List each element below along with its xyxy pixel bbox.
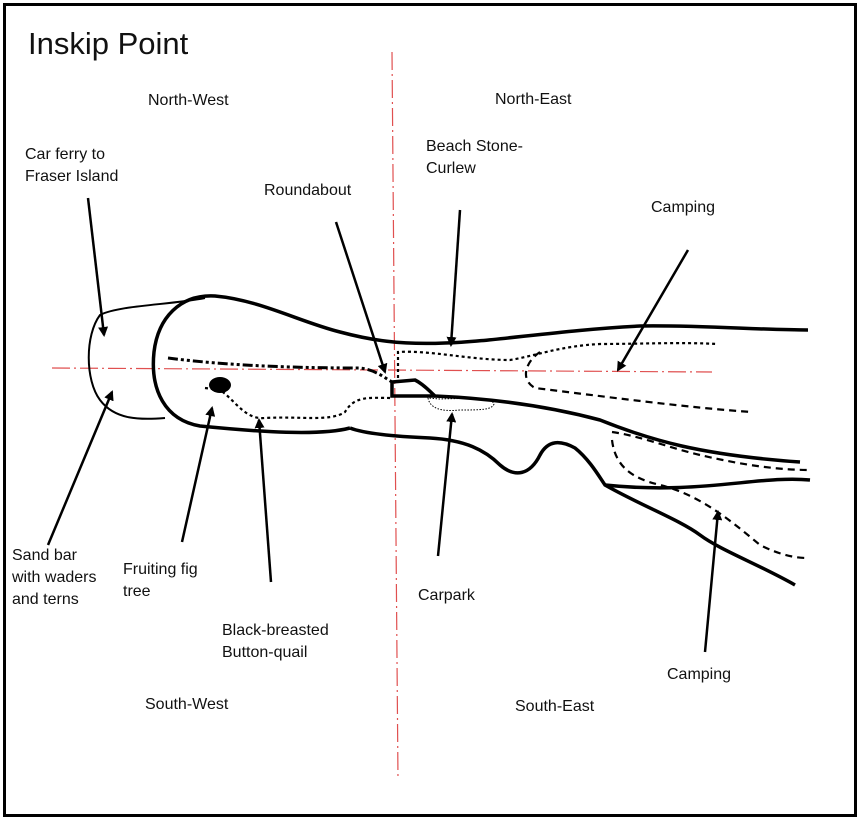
label-camping-north: Camping <box>651 199 716 216</box>
label-sand-bar: Sand bar with waders and terns <box>12 547 97 608</box>
track-dotted-north <box>396 342 719 378</box>
map-title: Inskip Point <box>28 26 189 61</box>
road-east-bend <box>604 477 811 490</box>
track-dashed-south-lower <box>610 439 809 560</box>
arrow-carpark <box>436 412 457 557</box>
sand-bar-outline <box>87 297 206 420</box>
label-beach-stone-curlew: Beach Stone- Curlew <box>426 138 523 177</box>
arrow-button-quail <box>254 418 273 583</box>
coastline-north <box>151 294 809 435</box>
road-main <box>391 378 801 464</box>
label-car-ferry: Car ferry to Fraser Island <box>25 146 119 185</box>
track-dashed-south <box>611 430 811 472</box>
arrow-beach-stone-curlew <box>446 209 462 347</box>
carpark-outline <box>427 397 495 411</box>
quadrant-north-east: North-East <box>495 91 572 108</box>
label-button-quail: Black-breasted Button-quail <box>222 622 329 661</box>
arrow-car-ferry <box>86 197 109 337</box>
quadrant-north-west: North-West <box>148 92 229 109</box>
track-dash-dot <box>167 356 393 384</box>
quadrant-south-east: South-East <box>515 698 595 715</box>
fig-tree-marker <box>209 377 231 393</box>
arrow-roundabout <box>334 221 388 374</box>
quadrant-south-west: South-West <box>145 696 229 713</box>
arrow-camping-north <box>616 249 690 372</box>
horizontal-axis <box>51 367 713 373</box>
label-fruiting-fig: Fruiting fig tree <box>123 561 198 600</box>
roundabout-link <box>390 382 435 398</box>
track-dashed-north <box>524 351 753 414</box>
coastline-south <box>349 426 796 587</box>
arrow-sand-bar <box>46 390 114 546</box>
map-frame <box>3 3 857 817</box>
arrow-camping-south <box>703 510 723 653</box>
vertical-axis <box>391 51 399 781</box>
label-roundabout: Roundabout <box>264 182 352 199</box>
arrow-fruiting-fig <box>180 406 216 543</box>
label-camping-south: Camping <box>667 666 732 683</box>
track-dotted-south <box>204 386 393 420</box>
label-carpark: Carpark <box>418 587 475 604</box>
